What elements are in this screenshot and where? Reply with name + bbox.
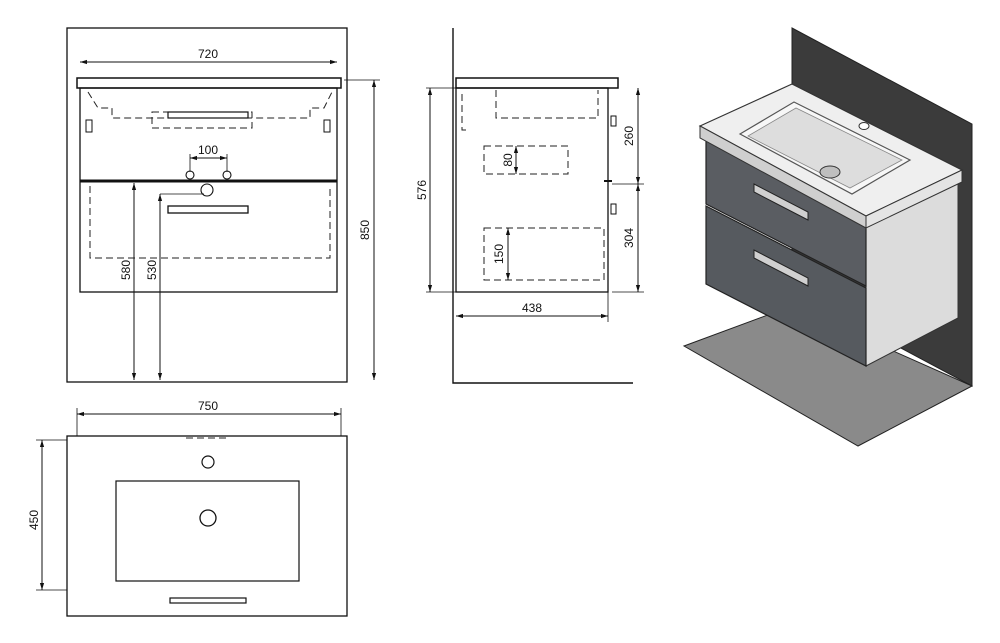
dim-530-label: 530 [145, 260, 159, 280]
iso-floor [682, 305, 974, 447]
top-handle [169, 597, 247, 604]
front-view: 720 100 850 580 530 [66, 27, 380, 383]
dim-438-label: 438 [522, 301, 542, 315]
iso-handle-top [753, 183, 809, 221]
side-basin-hidden [495, 90, 599, 119]
dim-80-label: 80 [501, 153, 515, 167]
top-bowl [115, 480, 300, 582]
side-back-hidden [461, 94, 470, 131]
isometric-render [682, 27, 974, 447]
iso-drain [819, 165, 841, 179]
dim-450-label: 450 [27, 510, 41, 530]
top-view: 750 450 [27, 399, 348, 617]
side-wall-line [452, 28, 633, 384]
front-hanger-right [323, 119, 331, 133]
iso-tap-hole [858, 122, 870, 130]
dim-150-label: 150 [492, 244, 506, 264]
side-basin-top [455, 77, 619, 89]
dim-304-label: 304 [622, 228, 636, 248]
dim-100-label: 100 [198, 143, 218, 157]
front-handle-top [167, 111, 249, 119]
side-bracket-top [610, 115, 617, 127]
front-wall-outline [66, 27, 348, 383]
front-drain [200, 183, 214, 197]
front-hole-left [185, 170, 195, 180]
dim-850-label: 850 [358, 220, 372, 240]
dim-720-label: 720 [198, 47, 218, 61]
front-handle-bottom [167, 205, 249, 214]
iso-countertop-edge-side [865, 169, 963, 229]
side-bracket-bottom [610, 203, 617, 215]
front-hole-right [222, 170, 232, 180]
top-drain [199, 509, 217, 527]
side-view: 576 80 150 260 304 438 [415, 28, 644, 384]
dim-576-label: 576 [415, 180, 429, 200]
dim-260-label: 260 [622, 126, 636, 146]
iso-bowl-inner [747, 107, 903, 189]
side-siphon-150 [483, 227, 605, 281]
front-basin-top [76, 77, 342, 89]
iso-drawer-bottom [705, 205, 867, 367]
dim-580-label: 580 [119, 260, 133, 280]
front-basin-hidden [87, 91, 333, 119]
front-siphon [151, 111, 253, 129]
iso-handle-bottom [753, 249, 809, 287]
side-cabinet-body [455, 87, 609, 293]
front-inner-hidden [89, 186, 331, 259]
dim-750-label: 750 [198, 399, 218, 413]
front-hanger-left [85, 119, 93, 133]
top-basin-outline [66, 435, 348, 617]
side-siphon-80 [483, 145, 569, 175]
front-cabinet-body [79, 87, 338, 293]
top-tap-hole [201, 455, 215, 469]
